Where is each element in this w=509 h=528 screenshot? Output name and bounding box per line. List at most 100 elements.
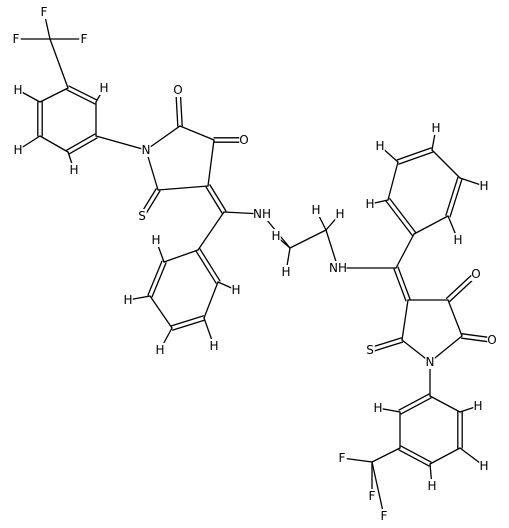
hydrogen-atom-label: H xyxy=(479,459,488,473)
bond xyxy=(39,135,69,153)
bond xyxy=(49,38,69,89)
hydrogen-atom-label-bg xyxy=(99,81,109,95)
bond xyxy=(163,249,199,263)
bond xyxy=(371,447,401,463)
hydrogen-atom-label: H xyxy=(123,293,132,307)
hydrogen-atom-label-bg xyxy=(155,343,165,357)
hydrogen-atom-label: H xyxy=(473,399,482,413)
fluorine-atom-label: F xyxy=(369,489,376,503)
fluorine-atom-label: F xyxy=(381,509,388,523)
hydrogen-atom-label-bg xyxy=(427,479,437,493)
bond xyxy=(371,461,385,517)
bond xyxy=(145,125,181,151)
hydrogen-atom-label: H xyxy=(155,343,164,357)
bond xyxy=(179,125,215,141)
hydrogen-atom-label-bg xyxy=(69,163,79,177)
hydrogen-atom-label: H xyxy=(281,265,290,279)
sulfur-atom-label: S xyxy=(366,343,374,357)
bond xyxy=(341,457,373,463)
hydrogen-atom-label-bg xyxy=(13,143,23,157)
hydrogen-atom-label-bg xyxy=(231,283,241,297)
bond xyxy=(393,268,407,302)
bond xyxy=(203,281,219,319)
bond xyxy=(445,271,476,300)
oxygen-atom-label: O xyxy=(471,267,480,281)
bond xyxy=(66,133,96,151)
bond xyxy=(400,445,432,463)
bond xyxy=(68,85,98,101)
bond xyxy=(370,341,404,353)
bond xyxy=(289,229,327,249)
hydrogen-atom-label: H xyxy=(373,401,382,415)
imine-nh-label: NH xyxy=(329,261,347,275)
hydrogen-atom-label-bg xyxy=(365,197,375,211)
imine-nh-label-bg xyxy=(253,207,271,221)
bond xyxy=(66,89,96,105)
fluorine-atom-label-bg xyxy=(39,5,49,19)
fluorine-atom-label-bg xyxy=(11,32,21,46)
bond xyxy=(398,449,430,467)
bond xyxy=(431,149,461,179)
fluorine-atom-label-bg xyxy=(367,489,377,503)
hydrogen-atom-label-bg xyxy=(335,207,345,221)
fluorine-atom-label-bg xyxy=(79,32,89,46)
hydrogen-atom-label: H xyxy=(69,163,78,177)
bond-layer xyxy=(15,11,493,517)
hydrogen-atom-label: H xyxy=(271,229,280,243)
bond xyxy=(429,395,461,413)
hydrogen-atom-label-bg xyxy=(209,339,219,353)
bond xyxy=(429,447,461,465)
bond xyxy=(147,260,163,296)
bond xyxy=(445,176,459,216)
hydrogen-atom-label-bg xyxy=(479,459,489,473)
bond xyxy=(151,262,167,298)
hydrogen-atom-label: H xyxy=(479,179,488,193)
imine-nh-label-bg xyxy=(329,261,347,275)
hydrogen-atom-label: H xyxy=(151,233,160,247)
bond xyxy=(95,135,147,151)
oxygen-atom-label-bg xyxy=(487,333,497,347)
nitrogen-atom-label: N xyxy=(142,143,151,157)
nitrogen-atom-label-bg xyxy=(425,355,435,369)
bond xyxy=(461,337,493,343)
bond xyxy=(195,250,217,284)
fluorine-atom-label-bg xyxy=(337,451,347,465)
bond xyxy=(68,137,98,155)
bond xyxy=(157,185,209,191)
bond xyxy=(449,178,463,218)
sulfur-atom-label-bg xyxy=(137,209,147,223)
bond xyxy=(401,299,409,341)
hydrogen-atom-label: H xyxy=(335,207,344,221)
hydrogen-atom-label-bg xyxy=(123,293,133,307)
oxygen-atom-label-bg xyxy=(239,133,249,147)
bond xyxy=(396,147,432,161)
hydrogen-atom-label: H xyxy=(453,233,462,247)
bond xyxy=(205,186,223,214)
bond xyxy=(387,161,399,201)
bond xyxy=(207,139,215,187)
hydrogen-atom-label: H xyxy=(427,479,436,493)
hydrogen-atom-label: H xyxy=(13,83,22,97)
sulfur-atom-label-bg xyxy=(365,343,375,357)
fluorine-atom-label: F xyxy=(81,32,88,46)
oxygen-atom-label: O xyxy=(487,333,496,347)
hydrogen-atom-label: H xyxy=(431,121,440,135)
hydrogen-atom-label: H xyxy=(231,283,240,297)
bond xyxy=(199,248,221,282)
bond xyxy=(39,87,69,103)
hydrogen-atom-label-bg xyxy=(311,203,321,217)
nitrogen-atom-label-bg xyxy=(141,143,151,157)
oxygen-atom-label-bg xyxy=(471,267,481,281)
bond xyxy=(398,151,434,165)
fluorine-atom-label: F xyxy=(339,451,346,465)
hydrogen-atom-label-bg xyxy=(281,265,291,279)
hydrogen-atom-label-bg xyxy=(431,121,441,135)
nitrogen-atom-label: N xyxy=(426,355,435,369)
hydrogen-atom-label-bg xyxy=(271,229,281,243)
hydrogen-atom-label-bg xyxy=(479,179,489,193)
bond xyxy=(149,295,173,329)
sulfur-atom-label: S xyxy=(138,209,146,223)
